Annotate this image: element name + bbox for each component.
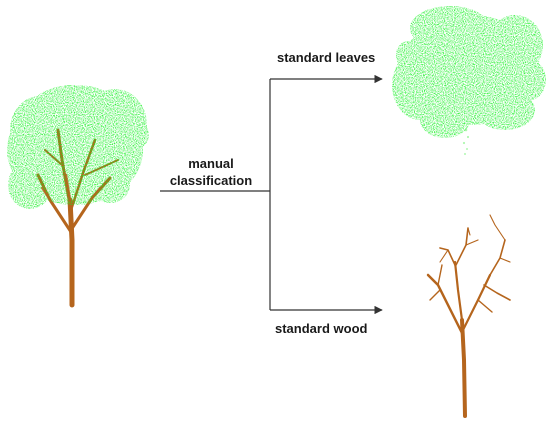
manual-classification-label-line1: manual	[188, 156, 234, 171]
standard-leaves-point-cloud	[392, 6, 546, 155]
standard-leaves-label: standard leaves	[277, 50, 375, 65]
classification-connector	[160, 74, 383, 315]
standard-wood-point-cloud	[426, 214, 511, 418]
full-tree-point-cloud	[7, 85, 149, 308]
manual-classification-label-line2: classification	[170, 173, 252, 188]
standard-wood-label: standard wood	[275, 321, 368, 336]
full-tree-canopy	[7, 85, 149, 209]
